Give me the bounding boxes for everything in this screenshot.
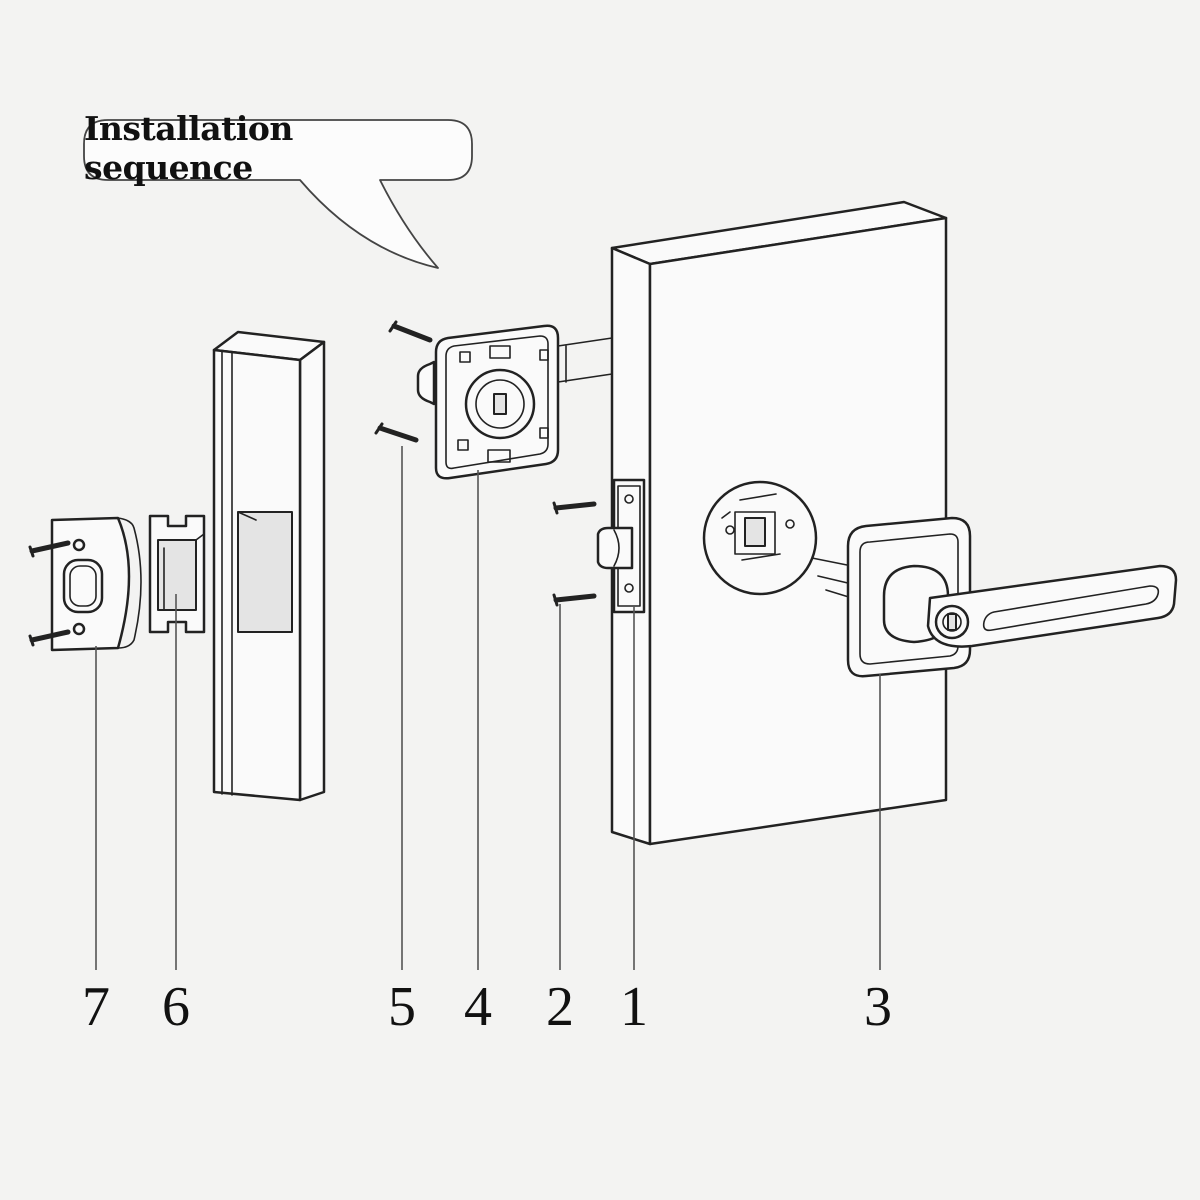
strike-screw-bottom: [28, 629, 71, 647]
strike-plate: [50, 516, 142, 652]
latch-screw-bottom: [552, 593, 597, 607]
part-label-3: 3: [864, 976, 892, 1038]
part-label-4: 4: [464, 976, 492, 1038]
mounting-plate: [416, 324, 560, 480]
callout-title: Installation sequence: [84, 109, 293, 187]
part-label-1: 1: [620, 976, 648, 1038]
latch-screw-top: [552, 501, 597, 515]
part-label-5: 5: [388, 976, 416, 1038]
callout-bubble: [83, 119, 473, 269]
door-jamb: [212, 330, 326, 802]
strike-screw-top: [28, 540, 71, 558]
part-label-6: 6: [162, 976, 190, 1038]
part-label-2: 2: [546, 976, 574, 1038]
strike-box: [148, 514, 206, 634]
part-label-7: 7: [82, 976, 110, 1038]
lever-handle: [846, 516, 1178, 678]
mount-screw-top: [388, 320, 433, 343]
mount-screw-bottom: [374, 422, 419, 443]
cylinder-detail-zoom: [702, 480, 818, 596]
